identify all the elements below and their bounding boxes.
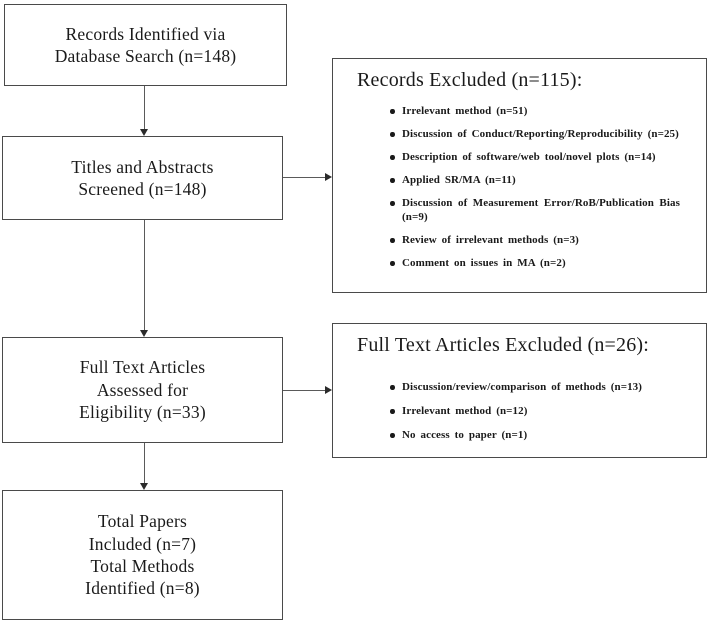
fulltext-excluded-title: Full Text Articles Excluded (n=26): <box>357 334 650 356</box>
list-item-text: Irrelevant method (n=51) <box>402 105 528 117</box>
records-identified-box: Records Identified via Database Search (… <box>4 4 287 86</box>
connector-screened-to-excluded <box>283 176 326 178</box>
records-excluded-box: Records Excluded (n=115): Irrelevant met… <box>332 58 707 293</box>
list-item: Discussion of Measurement Error/RoB/Publ… <box>389 196 680 224</box>
titles-screened-text: Titles and Abstracts Screened (n=148) <box>71 156 214 199</box>
list-item-text: Discussion of Measurement Error/RoB/Publ… <box>402 197 680 223</box>
fulltext-assessed-text: Full Text Articles Assessed for Eligibil… <box>79 357 206 423</box>
fulltext-assessed-box: Full Text Articles Assessed for Eligibil… <box>2 337 283 443</box>
titles-screened-box: Titles and Abstracts Screened (n=148) <box>2 136 283 220</box>
total-included-text: Total Papers Included (n=7) Total Method… <box>85 511 200 599</box>
list-item: Review of irrelevant methods (n=3) <box>389 233 680 247</box>
arrowhead-down-icon <box>139 330 148 337</box>
list-item-text: Comment on issues in MA (n=2) <box>402 257 566 269</box>
list-item-text: Applied SR/MA (n=11) <box>402 174 516 186</box>
bullet-icon <box>390 178 395 183</box>
connector-screened-to-assessed <box>143 220 145 331</box>
connector-assessed-to-included <box>143 443 145 484</box>
connector-assessed-to-excluded <box>283 389 326 391</box>
list-item: Discussion/review/comparison of methods … <box>389 380 680 394</box>
arrowhead-right-icon <box>325 172 332 181</box>
fulltext-excluded-list: Discussion/review/comparison of methods … <box>357 380 694 442</box>
bullet-icon <box>390 155 395 160</box>
bullet-icon <box>390 409 395 414</box>
list-item-text: Description of software/web tool/novel p… <box>402 151 656 163</box>
list-item: Discussion of Conduct/Reporting/Reproduc… <box>389 127 680 141</box>
list-item-text: Irrelevant method (n=12) <box>402 405 528 417</box>
list-item-text: Review of irrelevant methods (n=3) <box>402 234 579 246</box>
arrowhead-down-icon <box>139 483 148 490</box>
list-item-text: Discussion of Conduct/Reporting/Reproduc… <box>402 128 679 140</box>
list-item: Description of software/web tool/novel p… <box>389 150 680 164</box>
records-identified-text: Records Identified via Database Search (… <box>54 23 237 66</box>
bullet-icon <box>390 261 395 266</box>
arrowhead-down-icon <box>139 129 148 136</box>
fulltext-excluded-box: Full Text Articles Excluded (n=26): Disc… <box>332 323 707 458</box>
bullet-icon <box>390 433 395 438</box>
connector-identified-to-screened <box>143 86 145 130</box>
list-item-text: No access to paper (n=1) <box>402 429 528 441</box>
total-included-box: Total Papers Included (n=7) Total Method… <box>2 490 283 620</box>
bullet-icon <box>390 385 395 390</box>
bullet-icon <box>390 109 395 114</box>
list-item: Irrelevant method (n=12) <box>389 404 680 418</box>
list-item-text: Discussion/review/comparison of methods … <box>402 381 643 393</box>
bullet-icon <box>390 201 395 206</box>
list-item: No access to paper (n=1) <box>389 428 680 442</box>
records-excluded-title: Records Excluded (n=115): <box>357 69 583 91</box>
arrowhead-right-icon <box>325 385 332 394</box>
list-item: Comment on issues in MA (n=2) <box>389 256 680 270</box>
bullet-icon <box>390 238 395 243</box>
records-excluded-list: Irrelevant method (n=51) Discussion of C… <box>357 104 694 270</box>
list-item: Applied SR/MA (n=11) <box>389 173 680 187</box>
list-item: Irrelevant method (n=51) <box>389 104 680 118</box>
bullet-icon <box>390 132 395 137</box>
